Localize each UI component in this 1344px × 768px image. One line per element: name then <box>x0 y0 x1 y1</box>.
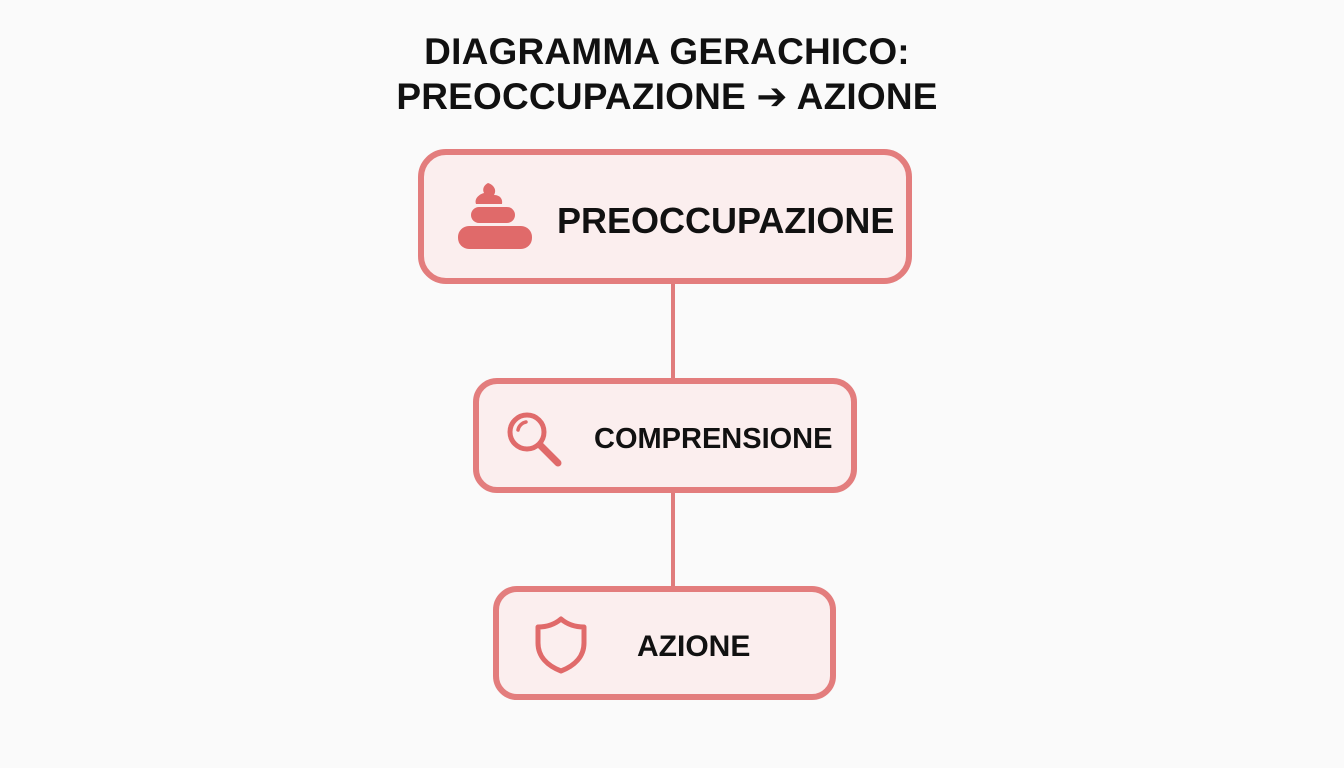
diagram-title-line-1: DIAGRAMMA GERACHICO: <box>424 31 910 72</box>
node-azione: AZIONE <box>493 586 836 700</box>
diagram-title-line-2: PREOCCUPAZIONE ➔ AZIONE <box>396 76 938 117</box>
node-label-azione: AZIONE <box>637 630 751 663</box>
swirl-pile-icon <box>458 183 532 249</box>
connector-line-1 <box>671 282 675 382</box>
connector-line-2 <box>671 490 675 590</box>
node-comprensione: COMPRENSIONE <box>473 378 857 493</box>
node-label-comprensione: COMPRENSIONE <box>594 423 833 455</box>
node-preoccupazione: PREOCCUPAZIONE <box>418 149 912 284</box>
node-label-preoccupazione: PREOCCUPAZIONE <box>557 200 895 241</box>
shield-icon <box>535 616 587 674</box>
magnifying-glass-icon <box>507 412 562 467</box>
